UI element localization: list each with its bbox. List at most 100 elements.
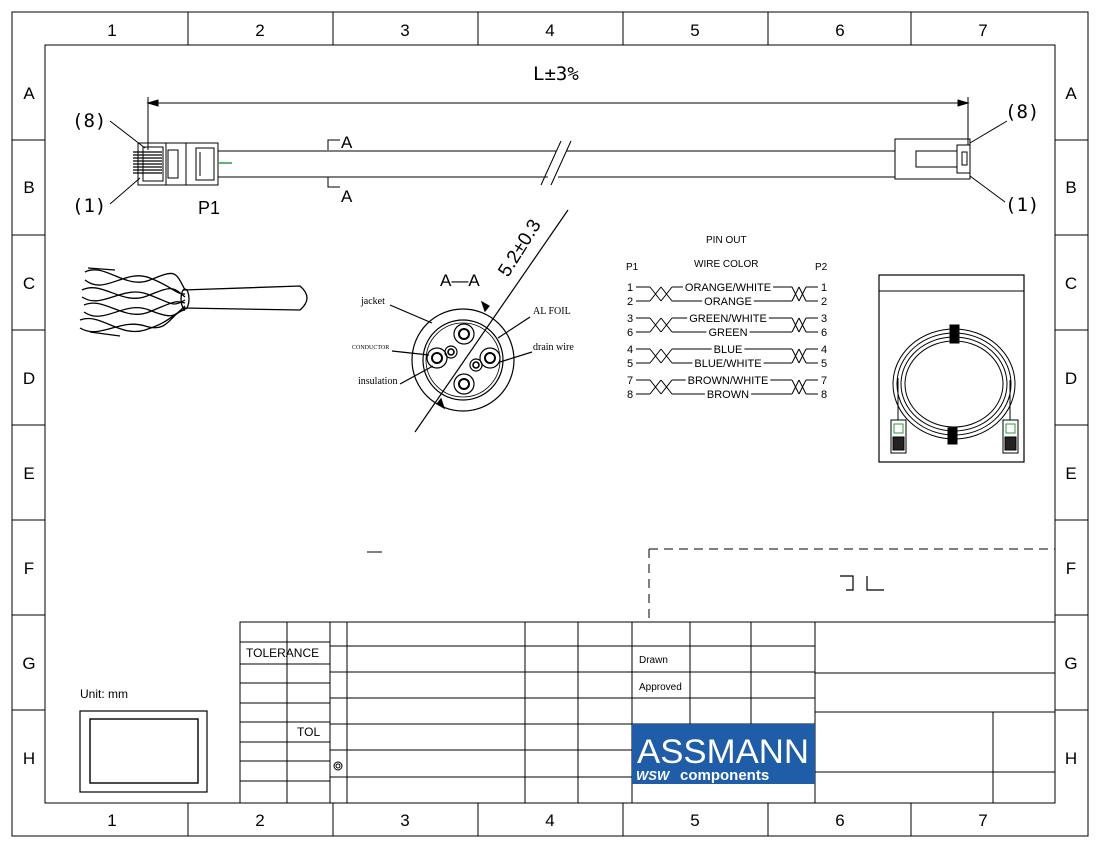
- brand-name: ASSMANN: [637, 733, 809, 771]
- row-label: D: [1065, 369, 1077, 388]
- pinout-left-pin: 6: [627, 327, 633, 339]
- pinout-wire-color: GREEN/WHITE: [689, 313, 767, 325]
- pinout-twist-symbol: [649, 348, 673, 364]
- pinout-wire-color: ORANGE/WHITE: [685, 282, 771, 294]
- row-label: F: [24, 559, 34, 578]
- col-label: 5: [690, 21, 699, 40]
- tol-label: TOL: [297, 725, 320, 739]
- pinout-rows: 1 1 ORANGE/WHITE 2 2 ORANGE 3 3 GREEN/WHITE 6 6 GRE…: [627, 282, 827, 401]
- dashed-region: [648, 548, 1055, 620]
- pinout-left-pin: 1: [627, 282, 633, 294]
- row-label: F: [1066, 559, 1076, 578]
- approved-label: Approved: [639, 682, 682, 693]
- col-label: 5: [690, 811, 699, 830]
- pinout-right-pin: 2: [821, 296, 827, 308]
- col-label: 2: [255, 811, 264, 830]
- col-label: 1: [107, 811, 116, 830]
- row-label: H: [1065, 749, 1077, 768]
- pin-1-right: (1): [1005, 194, 1039, 216]
- cable-side-view: [109, 97, 1008, 205]
- plug-label: P1: [198, 198, 220, 218]
- row-label: D: [23, 369, 35, 388]
- pinout-twist-symbol: [649, 286, 673, 302]
- pinout-wire-color: GREEN: [708, 327, 747, 339]
- col-label: 6: [835, 811, 844, 830]
- pinout-wire-color: BROWN/WHITE: [688, 375, 769, 387]
- pin-8-right: (8): [1005, 101, 1039, 123]
- pinout-left-pin: 2: [627, 296, 633, 308]
- pinout-right-pin: 7: [821, 375, 827, 387]
- col-label: 7: [978, 811, 987, 830]
- row-label: C: [23, 274, 35, 293]
- pinout-wire-color: ORANGE: [704, 296, 752, 308]
- row-label: E: [1065, 464, 1076, 483]
- pinout-wire-color: BLUE/WHITE: [694, 358, 761, 370]
- pinout-left-pin: 4: [627, 344, 633, 356]
- row-label: A: [23, 84, 35, 103]
- pinout-right-pin: 6: [821, 327, 827, 339]
- pinout-twist-symbol: [791, 317, 807, 333]
- assmann-logo: ASSMANN WSW components: [632, 724, 815, 784]
- drawn-label: Drawn: [639, 655, 668, 666]
- projection-symbol: [333, 761, 343, 771]
- tl-mark: [840, 575, 884, 591]
- tolerance-label: TOLERANCE: [246, 646, 319, 660]
- section-mark-bottom: A: [341, 187, 353, 206]
- tl-mark-text: ┐ └: [840, 589, 842, 591]
- diameter-dimension: 5.2±0.3: [494, 216, 545, 281]
- row-label: G: [1064, 654, 1077, 673]
- pinout-right-pin: 5: [821, 358, 827, 370]
- pinout-twist-symbol: [649, 379, 673, 395]
- row-label: C: [1065, 274, 1077, 293]
- length-dimension: L±3%: [533, 63, 579, 85]
- row-label: A: [1065, 84, 1077, 103]
- pinout-right-pin: 3: [821, 313, 827, 325]
- pin-8-left: (8): [72, 110, 106, 132]
- brand-sub-wsw: WSW: [636, 768, 671, 783]
- pinout-header: WIRE COLOR: [694, 259, 758, 270]
- row-label: B: [1065, 178, 1076, 197]
- dash-mark: —: [367, 543, 382, 560]
- pinout-left-pin: 3: [627, 313, 633, 325]
- pinout-right-pin: 1: [821, 282, 827, 294]
- col-label: 3: [400, 21, 409, 40]
- cross-section-a-a: [389, 209, 569, 433]
- label-insulation: insulation: [358, 376, 397, 387]
- col-label: 1: [107, 21, 116, 40]
- col-label: 2: [255, 21, 264, 40]
- label-conductor: CONDUCTOR: [352, 345, 389, 351]
- pinout-right-pin: 4: [821, 344, 827, 356]
- row-label: H: [23, 749, 35, 768]
- pinout-twist-symbol: [649, 317, 673, 333]
- pinout-right-pin: 8: [821, 389, 827, 401]
- pinout-twist-symbol: [791, 379, 807, 395]
- pinout-p1: P1: [626, 262, 639, 273]
- pin-1-left: (1): [72, 195, 106, 217]
- row-label: E: [23, 464, 34, 483]
- coil-package: [878, 274, 1025, 463]
- col-label: 4: [545, 21, 554, 40]
- pinout-p2: P2: [815, 262, 828, 273]
- pinout-left-pin: 7: [627, 375, 633, 387]
- pinout-twist-symbol: [791, 348, 807, 364]
- col-label: 3: [400, 811, 409, 830]
- title-block: [79, 621, 1056, 804]
- row-label: B: [23, 178, 34, 197]
- pinout-wire-color: BLUE: [714, 344, 743, 356]
- brand-sub-components: components: [680, 767, 769, 784]
- row-label: G: [22, 654, 35, 673]
- label-drain-wire: drain wire: [533, 342, 574, 353]
- col-label: 6: [835, 21, 844, 40]
- pinout-left-pin: 8: [627, 389, 633, 401]
- pinout-twist-symbol: [791, 286, 807, 302]
- section-mark-top: A: [341, 133, 353, 152]
- label-al-foil: AL FOIL: [533, 306, 571, 317]
- unit-label: Unit: mm: [80, 687, 128, 701]
- pinout-left-pin: 5: [627, 358, 633, 370]
- section-title: A—A: [440, 271, 480, 290]
- twisted-pair-illustration: [79, 267, 308, 337]
- col-label: 7: [978, 21, 987, 40]
- pinout-wire-color: BROWN: [707, 389, 749, 401]
- label-jacket: jacket: [360, 296, 385, 307]
